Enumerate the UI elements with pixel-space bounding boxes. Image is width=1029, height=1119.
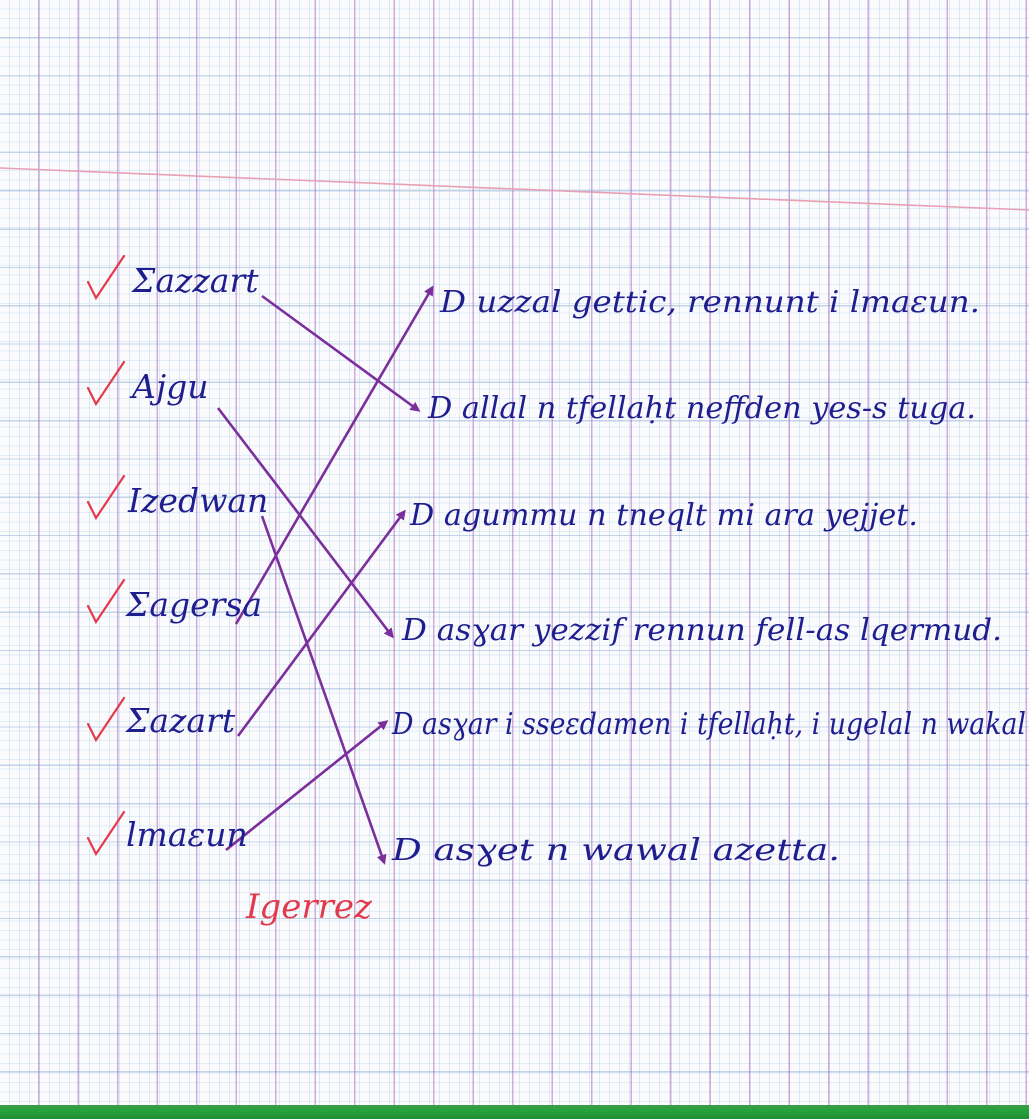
checkmark-icon [86, 360, 126, 407]
left-word: Ʃagersa [125, 585, 262, 624]
connection-arrow [236, 509, 406, 737]
checkmark-icon [86, 474, 126, 521]
left-word: lmaɛun [126, 815, 248, 854]
right-sentence-column: D uzzal gettic, rennunt i lmaɛun. D alla… [391, 285, 1026, 868]
connection-arrow [260, 515, 387, 865]
notebook-edge-strip [0, 1105, 1029, 1119]
left-word-column: Ʃazzart Ajgu Izedwan Ʃagersa Ʃazart lmaɛ… [125, 261, 268, 854]
connection-arrow [225, 720, 389, 852]
right-sentence: D asɣar yezzif rennun fell-as lqermud. [401, 613, 1002, 648]
left-word: Ʃazzart [131, 261, 259, 300]
checkmark-icon [86, 254, 126, 301]
checkmark-icon [86, 810, 126, 857]
matching-arrows [216, 285, 434, 865]
right-sentence: D uzzal gettic, rennunt i lmaɛun. [439, 285, 980, 320]
left-word: Izedwan [127, 481, 268, 520]
connection-arrow [261, 294, 421, 412]
signature: Igerrez [245, 887, 373, 927]
right-sentence: D allal n tfellaḥt neffden yes-s tuga. [427, 391, 976, 426]
connection-arrow [234, 285, 434, 625]
right-sentence: D asɣet n wawal azetta. [391, 833, 840, 868]
right-sentence: D asɣar i sseɛdamen i tfellaḥt, i ugelal… [391, 707, 1026, 742]
checkmark-icon [86, 696, 126, 743]
left-word: Ajgu [129, 367, 208, 406]
checkmark-icon [86, 578, 126, 625]
right-sentence: D agummu n tneqlt mi ara yejjet. [409, 498, 918, 533]
left-word: Ʃazart [125, 701, 236, 740]
connection-arrow [216, 407, 394, 639]
margin-line [0, 167, 1029, 211]
checkmark-column [86, 254, 126, 857]
